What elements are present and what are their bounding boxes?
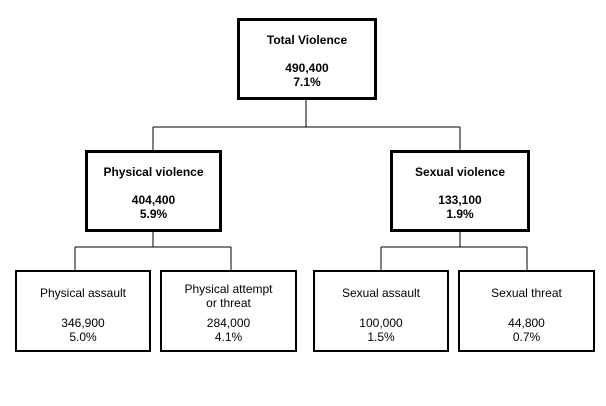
node-percent: 4.1%	[214, 330, 243, 344]
node-title: Physical attempt or threat	[184, 282, 273, 310]
node-percent: 5.9%	[139, 207, 168, 221]
node-physical-violence: Physical violence 404,400 5.9%	[85, 150, 222, 232]
node-percent: 0.7%	[512, 330, 541, 344]
node-percent: 1.9%	[446, 207, 474, 221]
node-title: Total Violence	[266, 33, 348, 47]
node-title: Sexual threat	[491, 286, 562, 300]
node-percent: 5.0%	[69, 330, 97, 344]
node-sexual-violence: Sexual violence 133,100 1.9%	[390, 150, 530, 232]
node-physical-assault: Physical assault 346,900 5.0%	[15, 270, 151, 352]
node-count: 346,900	[61, 316, 105, 330]
node-title: Physical assault	[39, 286, 127, 300]
node-count: 133,100	[438, 193, 482, 207]
node-title: Sexual violence	[414, 165, 506, 179]
node-percent: 1.5%	[367, 330, 395, 344]
node-count: 490,400	[285, 61, 329, 75]
node-sexual-threat: Sexual threat 44,800 0.7%	[458, 270, 595, 352]
node-count: 44,800	[508, 316, 545, 330]
node-total-violence: Total Violence 490,400 7.1%	[237, 18, 377, 100]
node-percent: 7.1%	[293, 75, 321, 89]
node-title: Sexual assault	[341, 286, 421, 300]
node-physical-attempt-or-threat: Physical attempt or threat 284,000 4.1%	[160, 270, 297, 352]
node-count: 284,000	[206, 316, 251, 330]
node-count: 404,400	[131, 193, 176, 207]
node-sexual-assault: Sexual assault 100,000 1.5%	[313, 270, 449, 352]
node-count: 100,000	[359, 316, 403, 330]
node-title: Physical violence	[103, 165, 204, 179]
